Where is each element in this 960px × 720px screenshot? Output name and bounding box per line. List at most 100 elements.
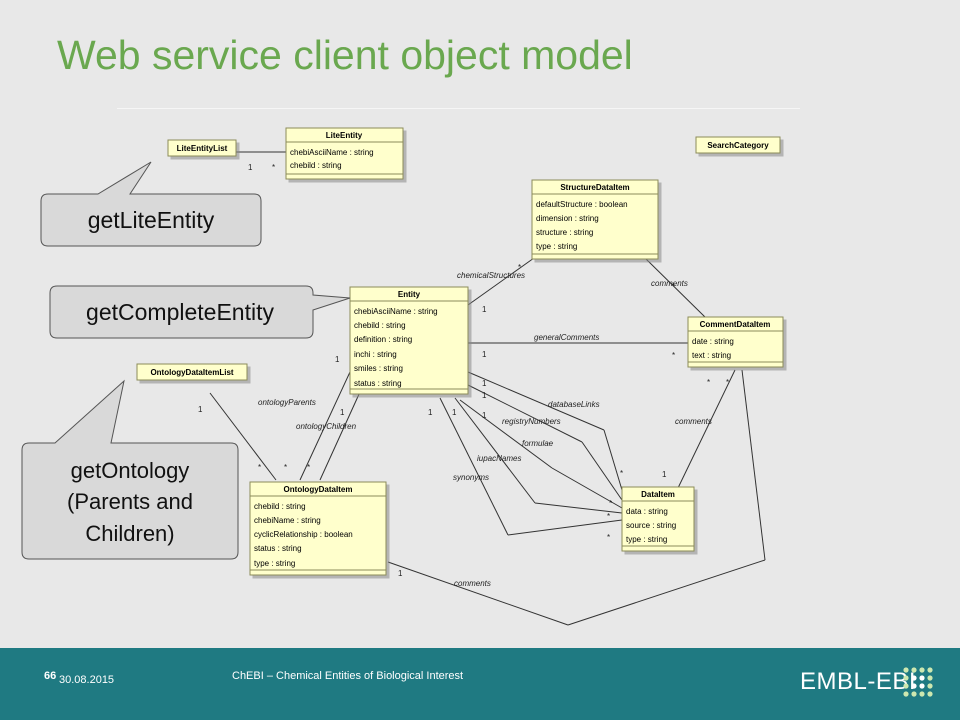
label-synonyms: synonyms (453, 473, 489, 482)
attribute: type : string (626, 535, 667, 544)
class-name: LiteEntity (326, 131, 363, 140)
mult-many: * (607, 533, 610, 542)
mult-many: * (707, 378, 710, 387)
mult-one: 1 (662, 470, 667, 479)
mult-many: * (607, 512, 610, 521)
footer-date: 30.08.2015 (59, 674, 115, 686)
callout-get-ontology: getOntology (Parents and Children) (21, 379, 239, 560)
mult-one: 1 (248, 163, 253, 172)
assoc-synonyms-1 (439, 397, 509, 536)
association-lines (209, 151, 766, 626)
attribute: structure : string (536, 228, 593, 237)
mult-many: * (284, 463, 287, 472)
assoc-iupac-names-2 (534, 502, 623, 514)
assoc-ontologylist-ontologyitem (209, 392, 277, 481)
assoc-ontology-comments-3 (741, 369, 766, 561)
attribute: source : string (626, 521, 676, 530)
callout-text: getCompleteEntity (86, 299, 274, 325)
class-structure-data-item: StructureDataItem defaultStructure : boo… (531, 179, 659, 260)
assoc-formulae-1 (459, 399, 553, 469)
assoc-database-links-2 (603, 429, 623, 491)
attribute: chebiAsciiName : string (290, 148, 374, 157)
mult-one: 1 (428, 408, 433, 417)
class-entity: Entity chebiAsciiName : string chebild :… (349, 286, 469, 395)
mult-many: * (672, 351, 675, 360)
mult-one: 1 (482, 350, 487, 359)
label-comments-dataitem: comments (675, 417, 712, 426)
mult-many: * (307, 463, 310, 472)
footer-text: ChEBI – Chemical Entities of Biological … (232, 670, 464, 682)
mult-many: * (609, 499, 612, 508)
page-number: 66 (44, 670, 57, 682)
class-data-item: DataItem data : string source : string t… (621, 486, 695, 552)
label-ontology-parents: ontologyParents (258, 398, 316, 407)
attribute: status : string (254, 544, 302, 553)
attribute: type : string (536, 242, 577, 251)
callout-get-complete-entity: getCompleteEntity (49, 285, 351, 339)
class-name: OntologyDataItemList (150, 368, 233, 377)
assoc-database-links-1 (467, 371, 605, 431)
mult-many: * (672, 282, 675, 291)
class-lite-entity-list: LiteEntityList (167, 139, 237, 157)
label-iupac-names: iupacNames (477, 454, 521, 463)
uml-diagram: LiteEntityList LiteEntity chebiAsciiName… (21, 127, 784, 626)
assoc-dataitem-comments (677, 369, 736, 489)
slide-title: Web service client object model (57, 32, 633, 78)
label-comments-ontology: comments (454, 579, 491, 588)
class-ontology-data-item: OntologyDataItem chebild : string chebiN… (249, 481, 387, 576)
attribute: text : string (692, 351, 731, 360)
mult-one: 1 (398, 569, 403, 578)
mult-many: * (620, 469, 623, 478)
callout-text-line2: (Parents and (67, 489, 193, 514)
attribute: chebild : string (354, 321, 406, 330)
mult-one: 1 (198, 405, 203, 414)
assoc-ontology-comments-1 (387, 561, 569, 626)
callout-text-line3: Children) (85, 521, 174, 546)
title-divider (117, 108, 800, 109)
label-formulae: formulae (522, 439, 554, 448)
embl-ebi-logo-icon (903, 667, 933, 697)
class-name: CommentDataItem (700, 320, 771, 329)
label-general-comments: generalComments (534, 333, 599, 342)
attribute: chebiName : string (254, 516, 321, 525)
callout-get-lite-entity: getLiteEntity (40, 161, 262, 247)
assoc-chemical-structures (467, 257, 535, 306)
attribute: chebild : string (254, 502, 306, 511)
mult-many: * (258, 463, 261, 472)
class-comment-data-item: CommentDataItem date : string text : str… (687, 316, 784, 368)
mult-one: 1 (482, 391, 487, 400)
assoc-registry-numbers-1 (467, 384, 583, 443)
attribute: definition : string (354, 335, 412, 344)
mult-many: * (726, 378, 729, 387)
assoc-registry-numbers-2 (581, 441, 623, 501)
mult-one: 1 (452, 408, 457, 417)
assoc-formulae-2 (551, 467, 623, 509)
attribute: cyclicRelationship : boolean (254, 530, 353, 539)
assoc-ontology-parents (299, 371, 351, 481)
assoc-ontology-comments-2 (567, 559, 766, 626)
mult-one: 1 (482, 379, 487, 388)
class-name: OntologyDataItem (284, 485, 353, 494)
label-ontology-children: ontologyChildren (296, 422, 357, 431)
callout-text-line1: getOntology (71, 458, 190, 483)
label-registry-numbers: registryNumbers (502, 417, 561, 426)
embl-ebi-logo-text: EMBL-EBI (800, 668, 917, 695)
mult-many: * (272, 163, 275, 172)
class-lite-entity: LiteEntity chebiAsciiName : string chebi… (285, 127, 404, 180)
class-name: StructureDataItem (560, 183, 629, 192)
attribute: defaultStructure : boolean (536, 200, 628, 209)
assoc-ontology-children (319, 391, 361, 481)
assoc-synonyms-2 (507, 519, 623, 536)
class-name: SearchCategory (707, 141, 769, 150)
attribute: status : string (354, 379, 402, 388)
class-ontology-data-item-list: OntologyDataItemList (136, 363, 248, 381)
footer-bar: 66 30.08.2015 ChEBI – Chemical Entities … (0, 648, 960, 720)
label-chemical-structures: chemicalStructures (457, 271, 525, 280)
attribute: date : string (692, 337, 734, 346)
attribute: chebiAsciiName : string (354, 307, 438, 316)
callout-text: getLiteEntity (88, 207, 215, 233)
label-comments-structure: comments (651, 279, 688, 288)
class-name: LiteEntityList (177, 144, 228, 153)
mult-one: 1 (335, 355, 340, 364)
mult-one: 1 (340, 408, 345, 417)
